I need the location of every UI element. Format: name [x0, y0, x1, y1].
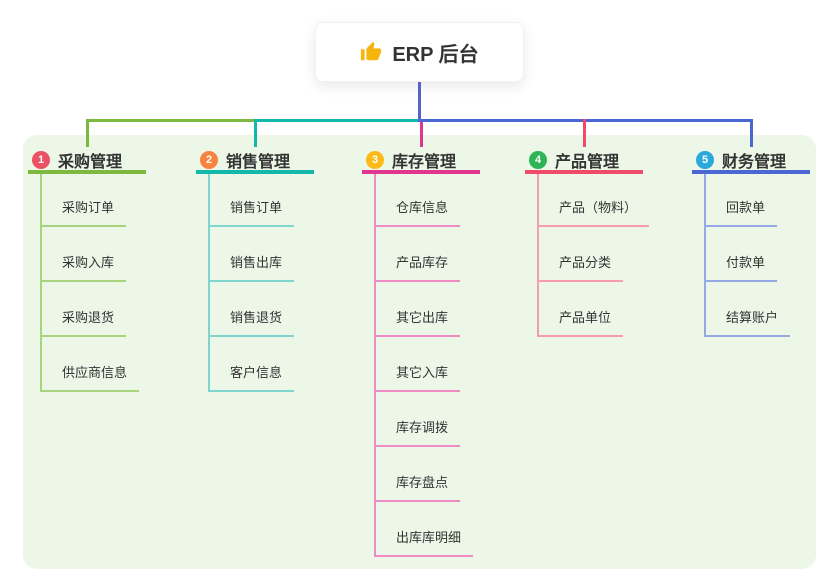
- thumbs-up-icon: [361, 41, 382, 61]
- branch-badge-3: 3: [366, 151, 384, 169]
- branch-1: 1 采购管理采购订单采购入库采购退货供应商信息: [28, 150, 147, 392]
- child-node[interactable]: 出库库明细: [376, 502, 480, 557]
- child-node[interactable]: 库存调拨: [376, 392, 480, 447]
- child-node[interactable]: 销售出库: [210, 227, 314, 282]
- child-node[interactable]: 采购入库: [42, 227, 146, 282]
- edge-branch5-drop: [749, 118, 753, 147]
- child-node-label: 采购退货: [42, 307, 127, 337]
- edge-branch1-horizontal: [85, 118, 254, 122]
- edge-branch2-horizontal: [253, 118, 419, 122]
- edge-branch3-drop: [419, 121, 423, 147]
- branch-title: 采购管理: [58, 154, 123, 171]
- child-node-label: 采购入库: [42, 252, 127, 282]
- child-node[interactable]: 采购订单: [42, 174, 146, 227]
- child-node[interactable]: 回款单: [706, 174, 810, 227]
- branch-2: 2 销售管理销售订单销售出库销售退货客户信息: [196, 150, 315, 392]
- board-background: [23, 135, 816, 569]
- child-node[interactable]: 产品单位: [539, 282, 649, 337]
- child-node-label: 销售订单: [210, 197, 295, 227]
- branch-children-5: 回款单付款单结算账户: [704, 174, 810, 337]
- root-node[interactable]: ERP 后台: [315, 22, 524, 82]
- edge-branch4-drop: [582, 118, 586, 147]
- child-node-label: 产品分类: [539, 252, 624, 282]
- child-node[interactable]: 产品库存: [376, 227, 480, 282]
- child-node[interactable]: 仓库信息: [376, 174, 480, 227]
- child-node-label: 库存盘点: [376, 472, 461, 502]
- edge-branch5-horizontal: [419, 118, 753, 122]
- branch-children-2: 销售订单销售出库销售退货客户信息: [208, 174, 314, 392]
- branch-5: 5 财务管理回款单付款单结算账户: [692, 150, 811, 337]
- child-node[interactable]: 其它入库: [376, 337, 480, 392]
- child-node-label: 供应商信息: [42, 362, 140, 392]
- child-node-label: 采购订单: [42, 197, 127, 227]
- child-node[interactable]: 客户信息: [210, 337, 314, 392]
- branch-title: 销售管理: [226, 154, 291, 171]
- branch-header-4[interactable]: 4 产品管理: [525, 150, 644, 174]
- child-node-label: 产品库存: [376, 252, 461, 282]
- child-node-label: 其它出库: [376, 307, 461, 337]
- branch-4: 4 产品管理产品（物料） 产品分类产品单位: [525, 150, 650, 337]
- branch-children-1: 采购订单采购入库采购退货供应商信息: [40, 174, 146, 392]
- child-node-label: 其它入库: [376, 362, 461, 392]
- branch-title: 库存管理: [392, 154, 457, 171]
- branch-title: 财务管理: [722, 154, 787, 171]
- branch-header-3[interactable]: 3 库存管理: [362, 150, 481, 174]
- child-node-label: 客户信息: [210, 362, 295, 392]
- child-node[interactable]: 销售退货: [210, 282, 314, 337]
- child-node[interactable]: 供应商信息: [42, 337, 146, 392]
- child-node-label: 销售出库: [210, 252, 295, 282]
- child-node[interactable]: 库存盘点: [376, 447, 480, 502]
- child-node[interactable]: 付款单: [706, 227, 810, 282]
- edge-root-stem: [417, 82, 421, 122]
- branch-children-4: 产品（物料） 产品分类产品单位: [537, 174, 650, 337]
- edge-branch1-drop: [85, 118, 89, 147]
- child-node[interactable]: 销售订单: [210, 174, 314, 227]
- child-node[interactable]: 其它出库: [376, 282, 480, 337]
- branch-children-3: 仓库信息产品库存其它出库其它入库库存调拨库存盘点出库库明细: [374, 174, 480, 557]
- child-node-label: 结算账户: [706, 307, 791, 337]
- child-node-label: 库存调拨: [376, 417, 461, 447]
- branch-header-2[interactable]: 2 销售管理: [196, 150, 315, 174]
- child-node-label: 仓库信息: [376, 197, 461, 227]
- branch-badge-5: 5: [696, 151, 714, 169]
- child-node[interactable]: 采购退货: [42, 282, 146, 337]
- edge-branch2-drop: [253, 118, 257, 147]
- child-node-label: 产品单位: [539, 307, 624, 337]
- child-node[interactable]: 产品分类: [539, 227, 649, 282]
- branch-header-5[interactable]: 5 财务管理: [692, 150, 811, 174]
- branch-title: 产品管理: [555, 154, 620, 171]
- child-node-label: 出库库明细: [376, 527, 474, 557]
- branch-badge-2: 2: [200, 151, 218, 169]
- child-node-label: 产品（物料）: [539, 197, 650, 227]
- child-node-label: 付款单: [706, 252, 778, 282]
- branch-badge-4: 4: [529, 151, 547, 169]
- child-node[interactable]: 结算账户: [706, 282, 810, 337]
- branch-3: 3 库存管理仓库信息产品库存其它出库其它入库库存调拨库存盘点出库库明细: [362, 150, 481, 557]
- root-title: ERP 后台: [392, 43, 479, 66]
- branch-header-1[interactable]: 1 采购管理: [28, 150, 147, 174]
- child-node[interactable]: 产品（物料）: [539, 174, 650, 227]
- child-node-label: 回款单: [706, 197, 778, 227]
- branch-badge-1: 1: [32, 151, 50, 169]
- child-node-label: 销售退货: [210, 307, 295, 337]
